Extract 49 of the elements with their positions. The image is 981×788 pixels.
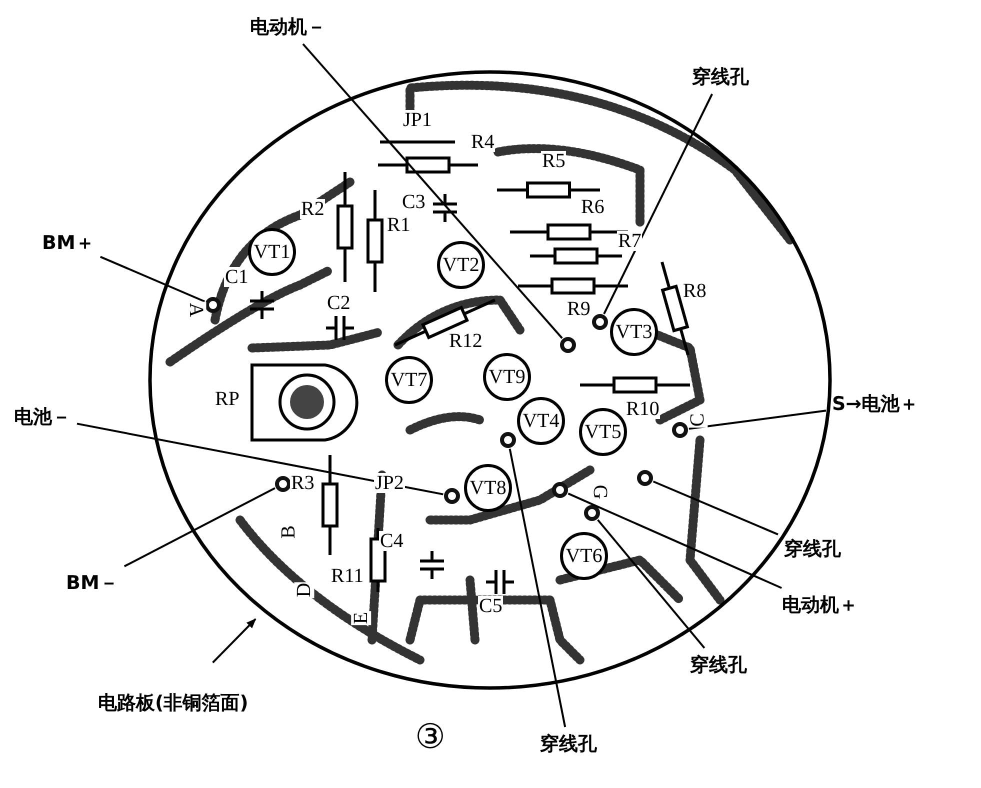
callout-label: 电池－ — [14, 406, 71, 428]
transistor-outline: VT4 — [517, 397, 565, 445]
component-label: R7 — [617, 231, 642, 251]
transistor-outline: VT7 — [385, 356, 433, 404]
component-label: R4 — [470, 132, 496, 152]
component-label: D — [294, 582, 314, 598]
callout-label: 穿线孔 — [540, 733, 597, 755]
callout-label: 电动机＋ — [782, 594, 858, 616]
solder-pad — [552, 482, 568, 498]
solder-pad — [560, 337, 576, 353]
solder-pad — [637, 470, 653, 486]
leader-line — [76, 422, 444, 496]
transistor-outline: VT5 — [579, 408, 627, 456]
solder-pad — [592, 314, 608, 330]
component-label: JP2 — [374, 473, 405, 493]
callout-label: BM－ — [66, 572, 118, 594]
leader-line — [124, 487, 276, 568]
callout-label: 穿线孔 — [784, 538, 841, 560]
component-label: C — [688, 412, 708, 428]
transistor-outline: VT6 — [560, 532, 608, 580]
component-label: R10 — [625, 399, 660, 419]
solder-pad — [500, 432, 516, 448]
leader-line — [508, 448, 566, 728]
leader-line — [302, 43, 563, 339]
leader-line — [100, 256, 206, 302]
leader-line — [688, 410, 826, 430]
solder-pad — [275, 476, 291, 492]
callout-label: BM＋ — [42, 232, 94, 254]
callout-label: 电路板(非铜箔面) — [98, 692, 248, 714]
arrow — [212, 618, 256, 664]
component-label: R2 — [300, 199, 326, 219]
callout-label: 电动机－ — [250, 16, 326, 38]
callout-label: S→电池＋ — [832, 393, 919, 415]
solder-pad — [672, 422, 688, 438]
component-label: C4 — [379, 531, 404, 551]
transistor-outline: VT3 — [610, 308, 658, 356]
transistor-outline: VT9 — [483, 353, 531, 401]
solder-pad — [584, 505, 600, 521]
leader-line — [597, 519, 706, 649]
leader-line — [603, 94, 713, 314]
transistor-outline: VT2 — [437, 241, 485, 289]
solder-pad — [444, 488, 460, 504]
callout-label: 穿线孔 — [690, 654, 747, 676]
leader-line — [568, 492, 782, 589]
component-label: E — [351, 610, 372, 626]
transistor-outline: VT8 — [464, 464, 512, 512]
component-label: C1 — [224, 267, 250, 287]
transistor-outline: VT1 — [248, 228, 296, 276]
callout-label: 穿线孔 — [692, 66, 749, 88]
